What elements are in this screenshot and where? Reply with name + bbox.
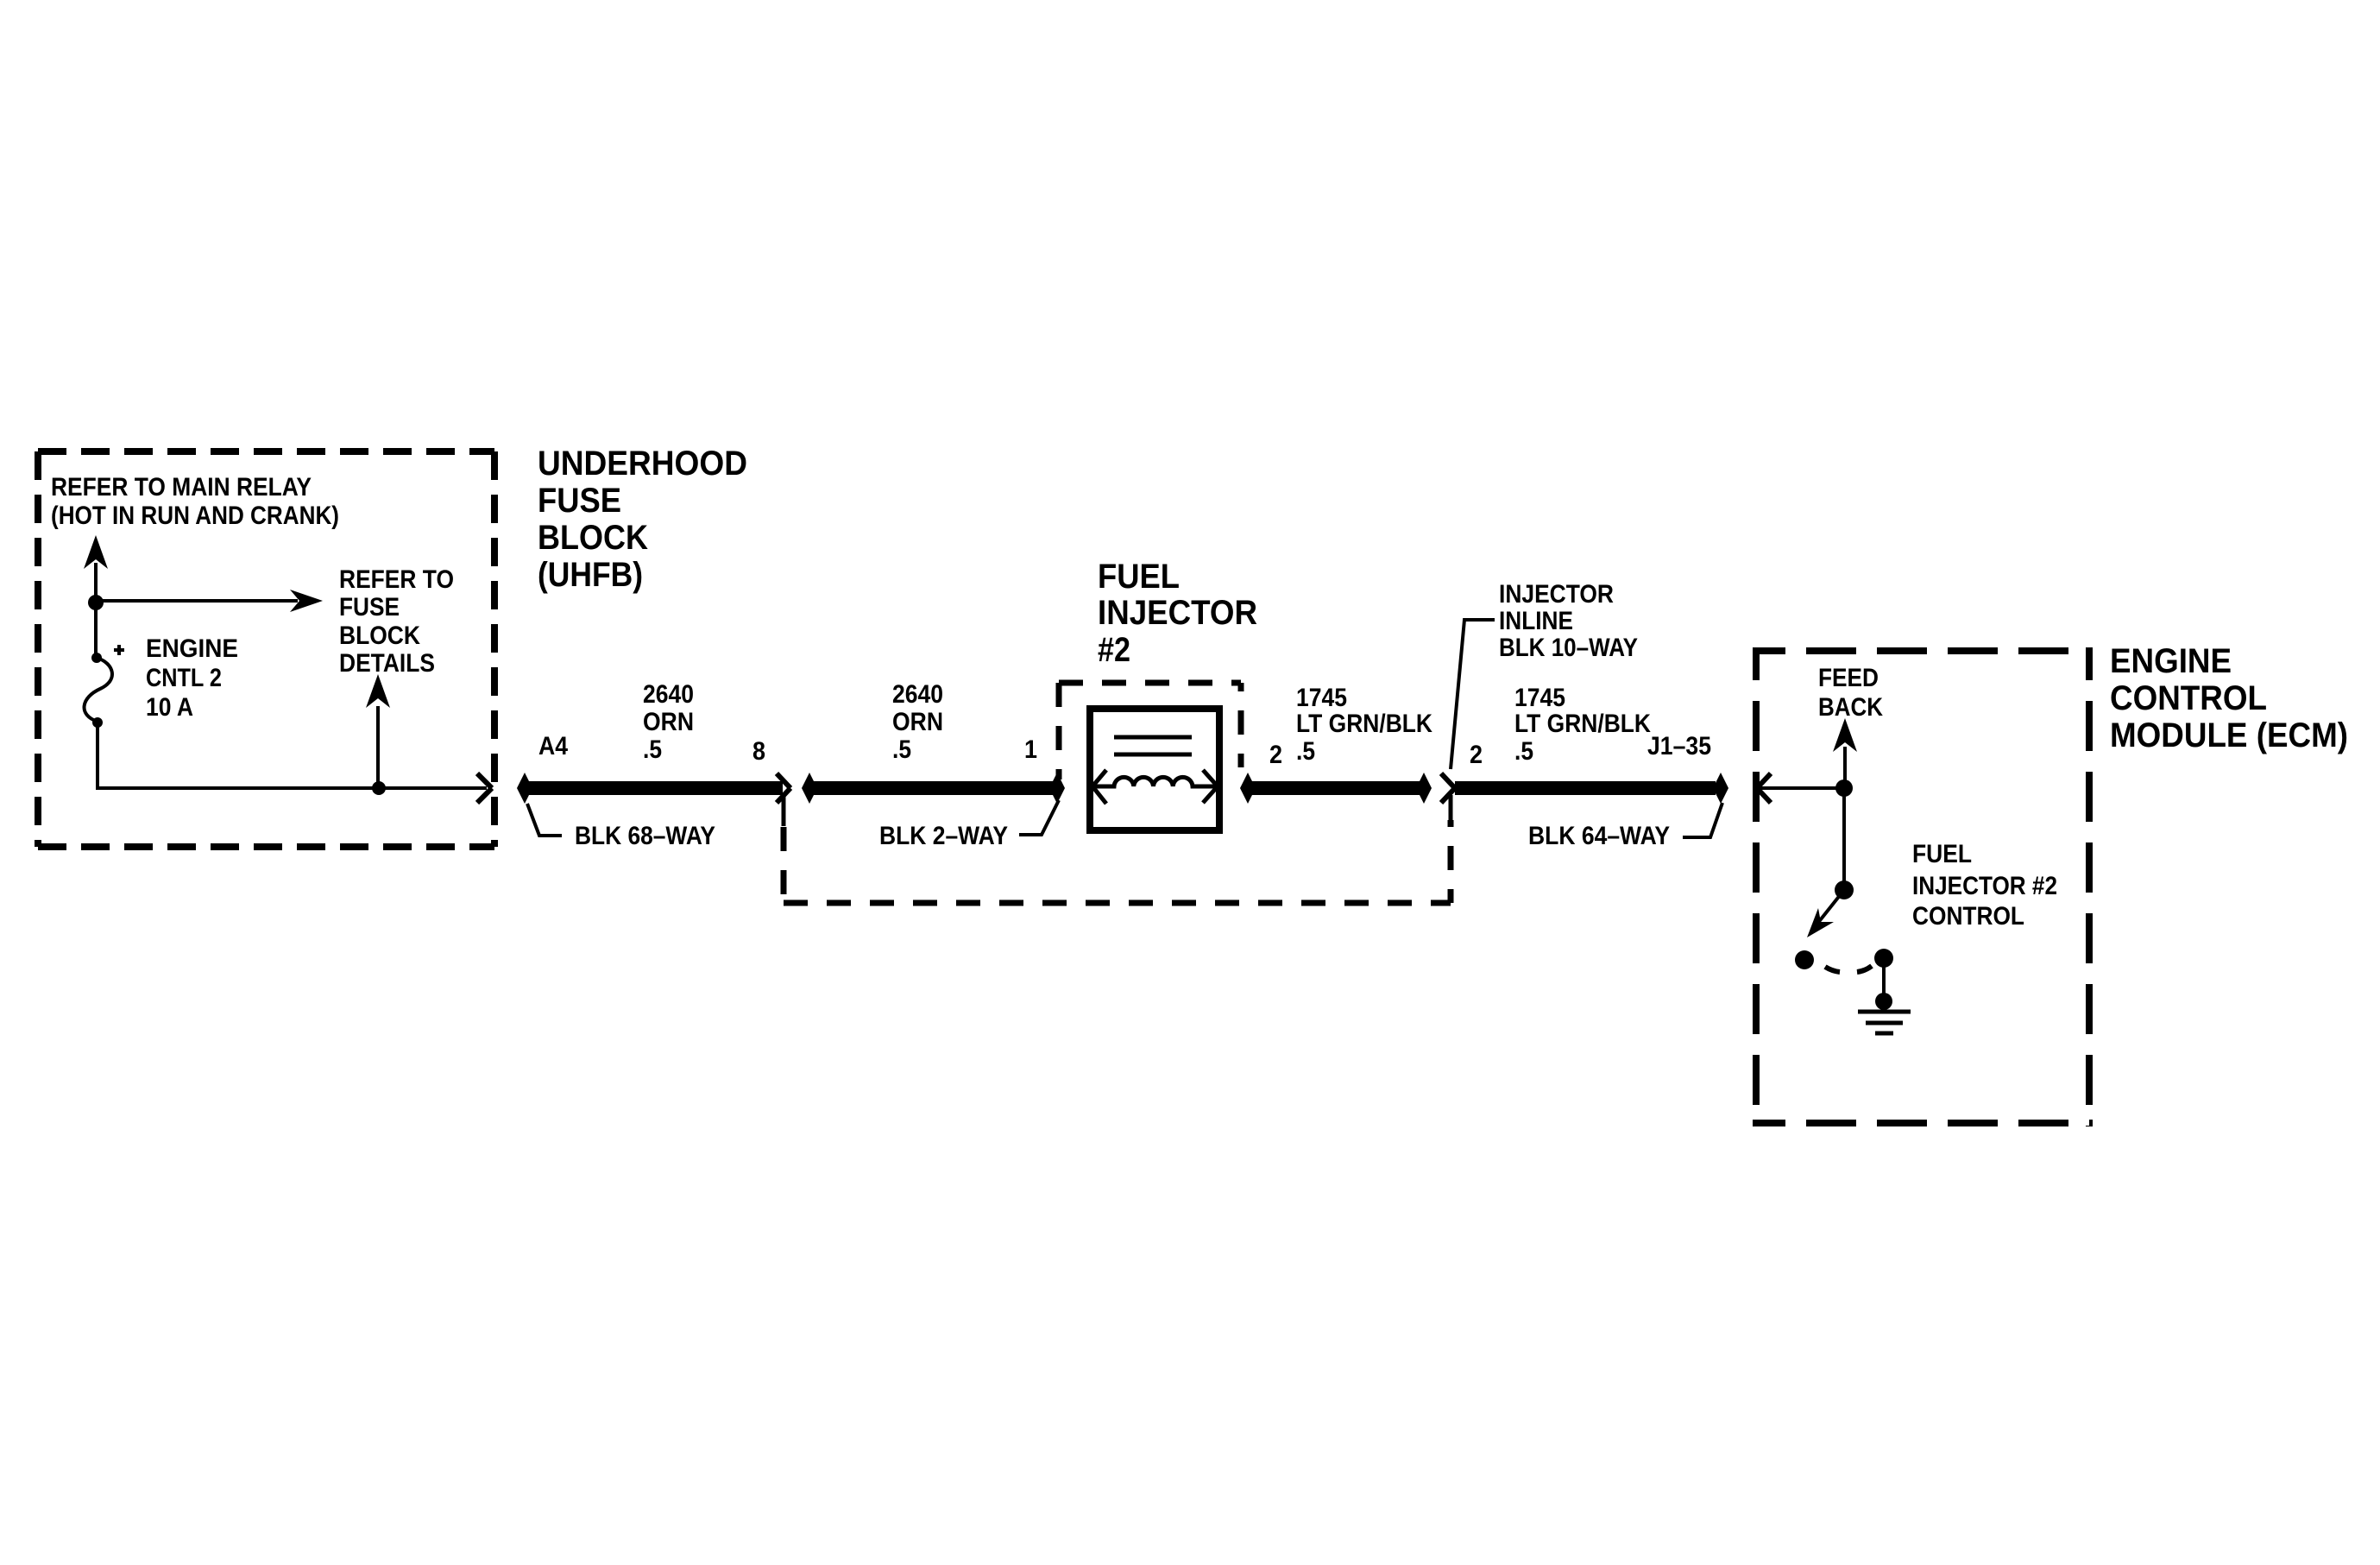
svg-text:ENGINE: ENGINE	[146, 634, 238, 663]
svg-text:UNDERHOOD: UNDERHOOD	[538, 445, 747, 483]
svg-text:#2: #2	[1098, 631, 1130, 669]
svg-text:CONTROL: CONTROL	[1912, 902, 2024, 931]
svg-text:2: 2	[1269, 741, 1282, 769]
svg-text:J1–35: J1–35	[1647, 732, 1711, 760]
svg-text:INLINE: INLINE	[1499, 607, 1573, 635]
svg-text:FEED: FEED	[1818, 664, 1879, 692]
svg-text:A4: A4	[538, 732, 568, 760]
svg-text:ORN: ORN	[643, 708, 694, 736]
svg-text:CONTROL: CONTROL	[2110, 679, 2267, 717]
svg-text:1745: 1745	[1514, 684, 1565, 712]
svg-text:CNTL 2: CNTL 2	[146, 664, 222, 692]
svg-text:BLK 2–WAY: BLK 2–WAY	[879, 822, 1008, 850]
svg-text:.5: .5	[1514, 737, 1533, 766]
svg-text:(HOT IN RUN AND CRANK): (HOT IN RUN AND CRANK)	[51, 502, 339, 530]
svg-text:1745: 1745	[1296, 684, 1347, 712]
svg-text:LT GRN/BLK: LT GRN/BLK	[1514, 710, 1651, 738]
svg-text:REFER TO MAIN RELAY: REFER TO MAIN RELAY	[51, 473, 312, 502]
svg-text:INJECTOR: INJECTOR	[1499, 580, 1614, 609]
svg-text:MODULE (ECM): MODULE (ECM)	[2110, 716, 2348, 754]
svg-text:.5: .5	[1296, 737, 1315, 766]
svg-text:DETAILS: DETAILS	[339, 649, 435, 678]
svg-text:INJECTOR #2: INJECTOR #2	[1912, 872, 2057, 900]
svg-text:LT GRN/BLK: LT GRN/BLK	[1296, 710, 1432, 738]
svg-text:BLK 68–WAY: BLK 68–WAY	[575, 822, 715, 850]
svg-text:INJECTOR: INJECTOR	[1098, 594, 1257, 632]
svg-text:.5: .5	[892, 735, 911, 764]
svg-text:2640: 2640	[892, 680, 943, 709]
svg-text:BLOCK: BLOCK	[538, 519, 648, 557]
svg-text:8: 8	[752, 737, 765, 766]
svg-text:2640: 2640	[643, 680, 694, 709]
svg-text:(UHFB): (UHFB)	[538, 556, 643, 594]
svg-text:BLOCK: BLOCK	[339, 622, 420, 650]
svg-text:FUSE: FUSE	[339, 593, 400, 622]
svg-text:BLK 10–WAY: BLK 10–WAY	[1499, 634, 1638, 662]
svg-text:ENGINE: ENGINE	[2110, 642, 2232, 680]
svg-text:FUEL: FUEL	[1098, 558, 1180, 596]
svg-text:BACK: BACK	[1818, 693, 1883, 722]
svg-text:2: 2	[1470, 741, 1483, 769]
svg-text:.5: .5	[643, 735, 662, 764]
svg-text:FUEL: FUEL	[1912, 840, 1972, 868]
svg-text:1: 1	[1024, 735, 1037, 764]
svg-text:10 A: 10 A	[146, 693, 193, 722]
svg-text:ORN: ORN	[892, 708, 943, 736]
svg-text:BLK 64–WAY: BLK 64–WAY	[1528, 822, 1670, 850]
svg-text:REFER TO: REFER TO	[339, 565, 454, 594]
svg-text:FUSE: FUSE	[538, 482, 621, 520]
